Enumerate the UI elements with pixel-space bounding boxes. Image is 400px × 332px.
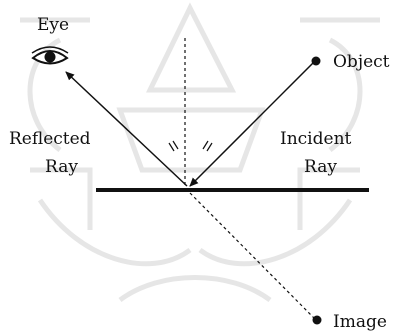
incident-ray-label-line1: Incident bbox=[280, 129, 352, 149]
watermark-emblem bbox=[20, 8, 380, 300]
incident-ray-label-line2: Ray bbox=[304, 157, 337, 177]
reflected-ray-label-line2: Ray bbox=[45, 157, 78, 177]
image-point-icon bbox=[313, 316, 322, 325]
object-point-icon bbox=[312, 57, 321, 66]
image-label: Image bbox=[333, 312, 387, 332]
angle-marks-icon bbox=[169, 141, 212, 151]
object-label: Object bbox=[333, 52, 390, 72]
eye-label: Eye bbox=[37, 15, 69, 35]
reflected-ray-label-line1: Reflected bbox=[9, 129, 91, 149]
incident-ray bbox=[190, 62, 314, 186]
